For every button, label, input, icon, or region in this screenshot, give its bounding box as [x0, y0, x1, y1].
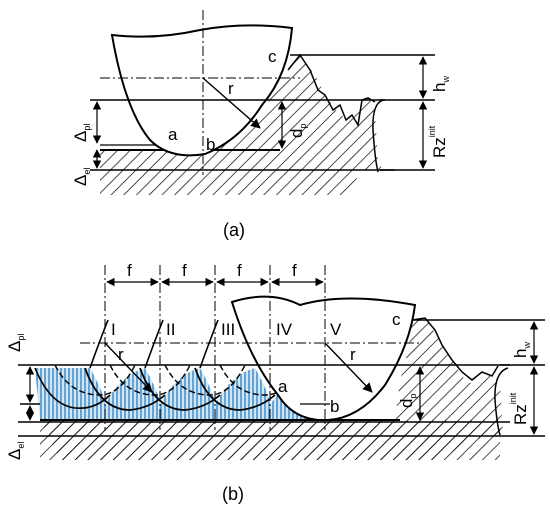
label-b-a: b [206, 135, 215, 154]
svg-text:Δel: Δel [71, 168, 92, 186]
label-dpl-b: Δpl [5, 334, 26, 352]
arc-pass-0 [34, 367, 111, 410]
figure-b: f f f f I II III IV V r r a b c dp hw [5, 261, 545, 504]
svg-text:Δpl: Δpl [5, 334, 26, 352]
label-dp-a: dp [287, 124, 308, 138]
workpiece-hatch-a [100, 55, 388, 195]
f-label-4: f [292, 261, 297, 280]
grain-tool-a [110, 24, 294, 157]
svg-text:dp: dp [397, 394, 418, 408]
figure-a: a b c r dp hw Rzinit Δpl Δel (a) [71, 10, 451, 240]
svg-text:Δpl: Δpl [71, 124, 92, 142]
label-a-a: a [168, 125, 178, 144]
label-rz-a: Rzinit [427, 125, 449, 158]
position-label-5: V [330, 320, 342, 339]
label-c-a: c [268, 47, 277, 66]
position-label-1: I [111, 320, 116, 339]
svg-text:dp: dp [287, 124, 308, 138]
label-del-a: Δel [71, 168, 92, 186]
label-r2-b: r [118, 345, 124, 364]
label-hw-b: hw [511, 342, 532, 358]
initial-profile-a [372, 99, 385, 173]
removed-material-b [35, 368, 320, 420]
arc-pass-1 [84, 367, 166, 411]
label-dpl-a: Δpl [71, 124, 92, 142]
label-rz-b: Rzinit [508, 392, 530, 425]
label-c-b: c [392, 310, 401, 329]
arc-pass-3 [194, 367, 276, 411]
label-r-b: r [350, 345, 356, 364]
position-label-2: II [166, 320, 175, 339]
f-label-2: f [182, 261, 187, 280]
label-b-b: b [330, 397, 339, 416]
svg-text:Rzinit: Rzinit [427, 125, 449, 158]
label-a-b: a [278, 377, 288, 396]
position-label-3: III [221, 320, 235, 339]
caption-b: (b) [222, 484, 244, 504]
initial-profile-b [494, 367, 509, 436]
svg-text:hw: hw [430, 76, 451, 92]
caption-a: (a) [223, 220, 245, 240]
label-hw-a: hw [430, 76, 451, 92]
position-label-4: IV [276, 320, 293, 339]
f-label-1: f [127, 261, 132, 280]
svg-text:Δel: Δel [5, 442, 26, 460]
label-del-b: Δel [5, 442, 26, 460]
label-r-a: r [228, 79, 234, 98]
label-dp-b: dp [397, 394, 418, 408]
f-label-3: f [237, 261, 242, 280]
surface-profile-b [411, 317, 499, 381]
svg-text:Rzinit: Rzinit [508, 392, 530, 425]
svg-text:hw: hw [511, 342, 532, 358]
